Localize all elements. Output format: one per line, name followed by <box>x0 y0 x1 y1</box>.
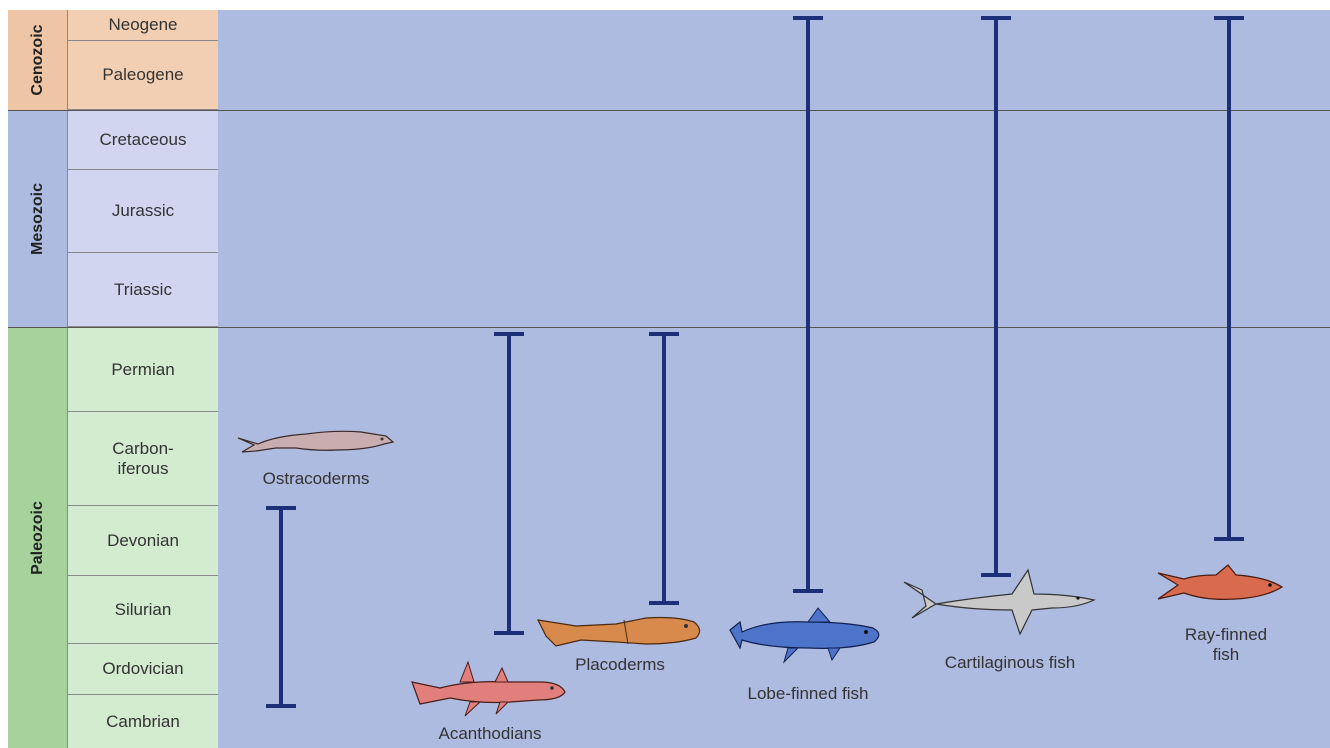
period-jurassic: Jurassic <box>68 170 218 253</box>
label-ostracoderms: Ostracoderms <box>236 469 396 489</box>
era-label: Paleozoic <box>29 501 47 575</box>
placoderm-illustration <box>536 612 706 654</box>
period-cambrian: Cambrian <box>68 695 218 748</box>
period-ordovician: Ordovician <box>68 644 218 695</box>
period-paleogene: Paleogene <box>68 41 218 110</box>
era-boundary-line <box>8 110 1330 111</box>
period-triassic: Triassic <box>68 253 218 327</box>
cartilaginous-fish-illustration <box>902 568 1102 638</box>
era-cenozoic: Cenozoic <box>8 10 68 110</box>
label-acanthodians: Acanthodians <box>400 724 580 744</box>
period-carboniferous: Carbon- iferous <box>68 412 218 506</box>
era-mesozoic: Mesozoic <box>8 111 68 327</box>
ray-finned-fish-illustration <box>1156 563 1286 609</box>
label-lobe-finned-fish: Lobe-finned fish <box>708 684 908 704</box>
ostracoderm-illustration <box>236 424 396 460</box>
label-cartilaginous-fish: Cartilaginous fish <box>910 653 1110 673</box>
lobe-finned-fish-illustration <box>728 604 888 666</box>
period-silurian: Silurian <box>68 576 218 644</box>
label-placoderms: Placoderms <box>540 655 700 675</box>
era-label: Mesozoic <box>29 183 47 255</box>
period-neogene: Neogene <box>68 10 218 41</box>
period-permian: Permian <box>68 328 218 412</box>
era-label: Cenozoic <box>29 24 47 95</box>
label-ray-finned-fish: Ray-finned fish <box>1156 625 1296 665</box>
period-cretaceous: Cretaceous <box>68 111 218 170</box>
era-paleozoic: Paleozoic <box>8 328 68 748</box>
period-devonian: Devonian <box>68 506 218 576</box>
era-boundary-line <box>8 327 1330 328</box>
